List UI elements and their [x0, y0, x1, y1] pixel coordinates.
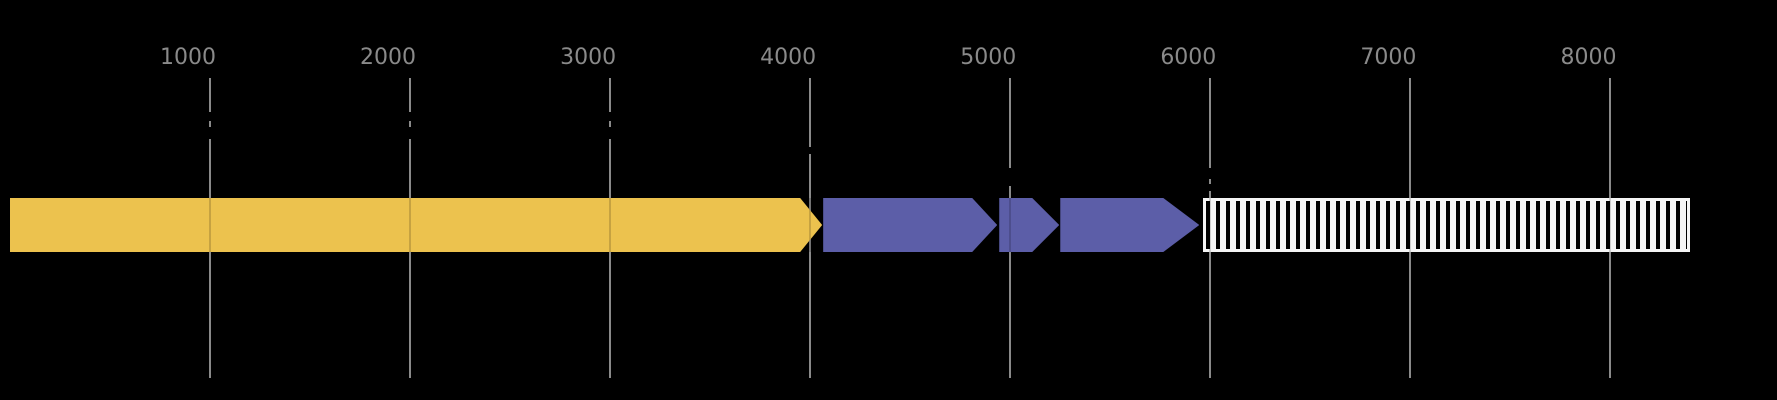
axis-tick-label-5000: 5000 — [960, 45, 1017, 70]
feature-5-hatched-box — [1203, 198, 1691, 252]
feature-1-arrow — [10, 198, 822, 252]
feature-4-arrow — [1060, 198, 1199, 252]
axis-gridline-5000 — [1009, 78, 1012, 168]
axis-gridline-3000 — [609, 78, 612, 112]
axis-gridline-overlay-2000 — [409, 198, 412, 252]
axis-gridline-1000 — [208, 139, 211, 378]
axis-gridline-2000 — [409, 78, 412, 112]
axis-tick-label-2000: 2000 — [360, 45, 417, 70]
axis-gridline-3000 — [609, 139, 612, 378]
axis-tick-label-6000: 6000 — [1160, 45, 1217, 70]
axis-gridline-6000 — [1209, 78, 1212, 168]
axis-gridline-overlay-4000 — [809, 198, 812, 252]
axis-gridline-4000 — [809, 154, 812, 378]
axis-gridline-4000 — [809, 78, 812, 147]
axis-gridline-6000 — [1209, 179, 1212, 184]
axis-gridline-1000 — [208, 78, 211, 112]
axis-gridline-overlay-5000 — [1009, 198, 1012, 252]
axis-tick-label-1000: 1000 — [159, 45, 216, 70]
axis-tick-label-3000: 3000 — [560, 45, 617, 70]
axis-tick-label-7000: 7000 — [1360, 45, 1417, 70]
feature-3-arrow — [999, 198, 1059, 252]
axis-tick-label-4000: 4000 — [760, 45, 817, 70]
axis-gridline-5000 — [1009, 186, 1012, 378]
axis-gridline-overlay-1000 — [208, 198, 211, 252]
axis-gridline-2000 — [409, 139, 412, 378]
axis-tick-label-8000: 8000 — [1560, 45, 1617, 70]
axis-gridline-overlay-6000 — [1209, 198, 1212, 252]
axis-gridline-overlay-3000 — [609, 198, 612, 252]
axis-gridline-overlay-8000 — [1609, 198, 1612, 252]
axis-gridline-1000 — [208, 121, 211, 127]
feature-2-arrow — [823, 198, 997, 252]
axis-gridline-overlay-7000 — [1409, 198, 1412, 252]
axis-gridline-6000 — [1209, 191, 1212, 378]
axis-gridline-2000 — [409, 121, 412, 127]
axis-gridline-3000 — [609, 121, 612, 127]
